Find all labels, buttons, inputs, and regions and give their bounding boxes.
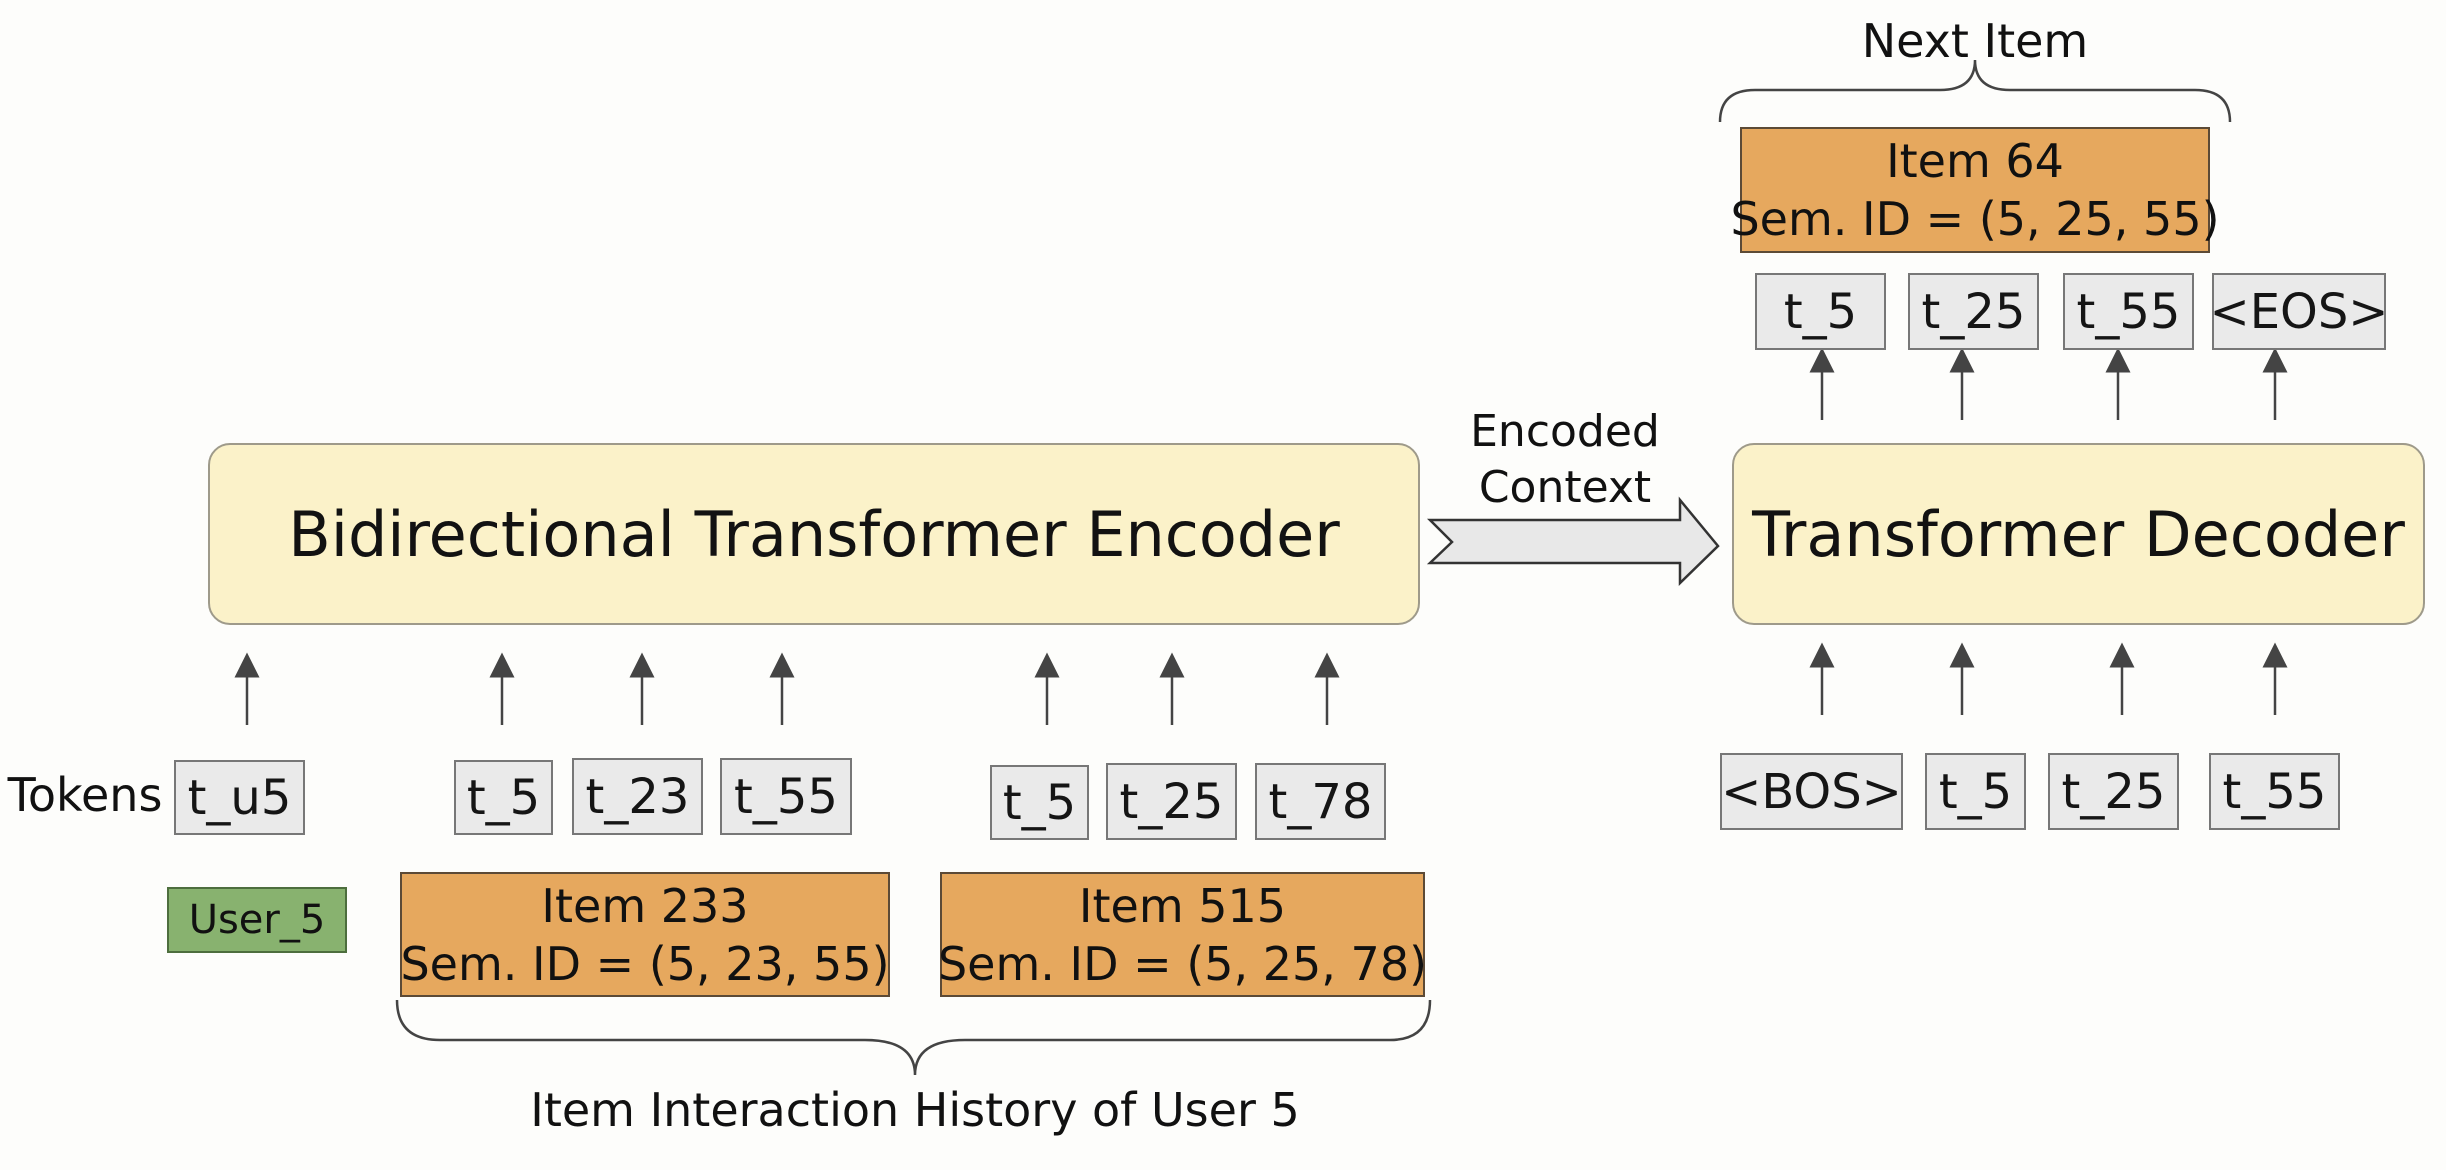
user-label-box: User_5 (167, 887, 347, 953)
decoder-output-eos: <EOS> (2210, 273, 2389, 350)
item233-token-3: t_55 (720, 758, 852, 835)
decoder-input-bos: <BOS> (1720, 753, 1903, 830)
next-item-name: Item 64 (1886, 134, 2064, 188)
decoder-output-token-2: t_25 (1908, 273, 2039, 350)
next-item-brace (1718, 59, 2232, 123)
item233-box: Item 233 Sem. ID = (5, 23, 55) (400, 872, 890, 997)
decoder-block: Transformer Decoder (1732, 443, 2425, 625)
item233-sem-id: Sem. ID = (5, 23, 55) (400, 936, 890, 991)
item515-sem-id: Sem. ID = (5, 25, 78) (937, 936, 1428, 991)
next-item-sem-id: Sem. ID = (5, 25, 55) (1730, 192, 2220, 246)
item515-box: Item 515 Sem. ID = (5, 25, 78) (937, 872, 1428, 997)
encoded-context-line2: Context (1478, 462, 1652, 513)
encoder-label: Bidirectional Transformer Encoder (288, 497, 1340, 571)
history-brace (395, 999, 1432, 1076)
encoded-context-label: Encoded Context (1450, 405, 1680, 515)
next-item-box: Item 64 Sem. ID = (5, 25, 55) (1730, 127, 2220, 253)
encoder-block: Bidirectional Transformer Encoder (208, 443, 1420, 625)
encoded-context-arrow (1426, 496, 1720, 586)
item515-token-2: t_25 (1106, 763, 1237, 840)
decoder-output-token-1: t_5 (1755, 273, 1886, 350)
decoder-label: Transformer Decoder (1752, 497, 2405, 571)
decoder-input-token-4: t_55 (2209, 753, 2340, 830)
item233-token-1: t_5 (454, 760, 553, 835)
decoder-input-token-2: t_5 (1925, 753, 2026, 830)
next-item-heading: Next Item (1861, 14, 2089, 68)
item515-name: Item 515 (1078, 878, 1287, 933)
item515-token-3: t_78 (1255, 763, 1386, 840)
item515-token-1: t_5 (990, 765, 1089, 840)
decoder-input-token-3: t_25 (2048, 753, 2179, 830)
history-label: Item Interaction History of User 5 (530, 1083, 1300, 1137)
item233-name: Item 233 (541, 878, 749, 933)
encoded-context-line1: Encoded (1470, 406, 1660, 457)
user-token: t_u5 (174, 760, 305, 835)
item233-token-2: t_23 (572, 758, 703, 835)
tokens-label: Tokens (7, 768, 163, 822)
decoder-output-token-3: t_55 (2063, 273, 2194, 350)
